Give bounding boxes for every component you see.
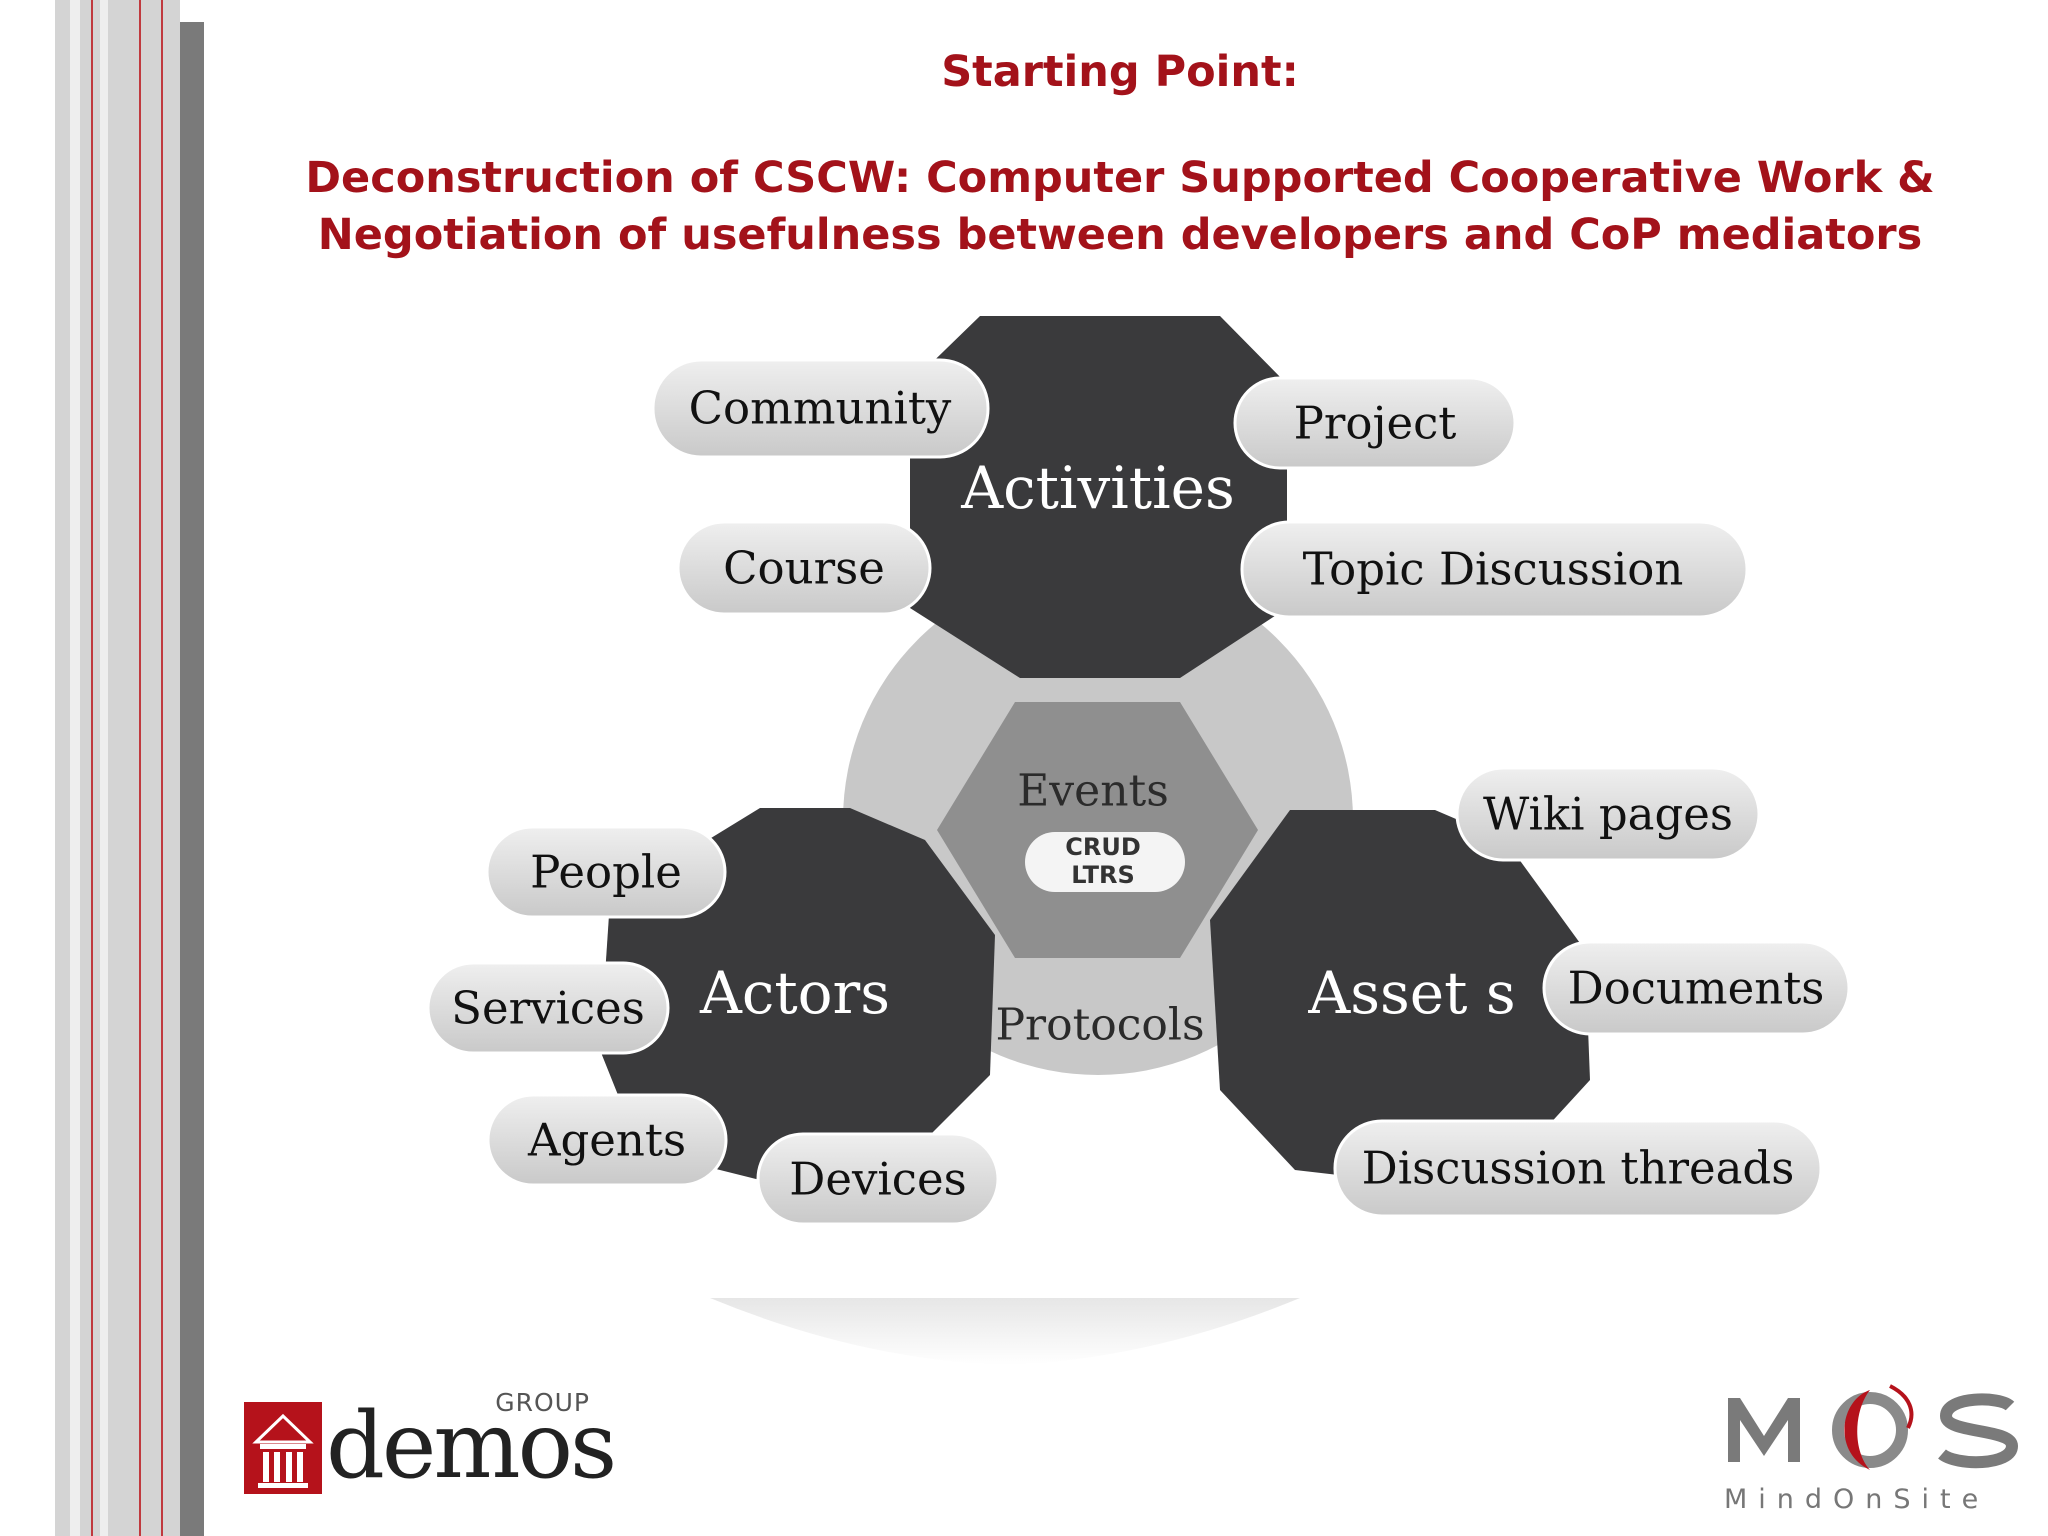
assets-label: Asset s	[1307, 959, 1515, 1027]
pill-documents	[1542, 940, 1851, 1036]
protocols-label: Protocols	[995, 1000, 1204, 1051]
item-community: Community	[689, 382, 952, 435]
pill-project	[1233, 376, 1517, 470]
subtitle-line-2: Negotiation of usefulness between develo…	[317, 210, 1923, 260]
pill-agents	[486, 1093, 728, 1187]
events-hexagon	[937, 702, 1258, 958]
item-wiki-pages: Wiki pages	[1483, 788, 1733, 841]
slide-title: Starting Point:	[941, 47, 1299, 97]
item-discussion-threads: Discussion threads	[1362, 1142, 1795, 1195]
item-people: People	[530, 846, 682, 899]
activities-label: Activities	[960, 454, 1235, 522]
pill-community	[651, 358, 990, 459]
item-services: Services	[451, 982, 645, 1035]
title-block: Starting Point: Deconstruction of CSCW: …	[220, 42, 2020, 264]
item-topic-discussion: Topic Discussion	[1303, 543, 1684, 596]
mindonsite-logo: MindOnSite	[1720, 1372, 2040, 1528]
floor-reflection	[710, 1298, 1300, 1365]
mos-wordmark	[1728, 1384, 2019, 1470]
pill-topic-discussion	[1240, 520, 1749, 619]
actors-label: Actors	[699, 959, 890, 1027]
assets-octagon	[1210, 810, 1590, 1185]
events-label: Events	[1017, 766, 1169, 817]
pill-wiki-pages	[1455, 766, 1761, 862]
demos-building-icon	[244, 1402, 322, 1494]
pill-discussion-threads	[1333, 1119, 1823, 1218]
item-course: Course	[723, 542, 885, 595]
demos-group-logo: demos GROUP	[244, 1388, 617, 1512]
item-agents: Agents	[527, 1114, 686, 1167]
demos-wordmark: demos	[326, 1392, 617, 1499]
crud-label: CRUD	[1065, 833, 1141, 861]
item-devices: Devices	[789, 1153, 966, 1206]
pill-services	[426, 961, 670, 1055]
item-project: Project	[1294, 397, 1457, 450]
left-decorative-stripes	[55, 0, 204, 1536]
mindonsite-text: MindOnSite	[1724, 1484, 1990, 1515]
ltrs-label: LTRS	[1071, 861, 1134, 889]
pill-devices	[756, 1132, 1000, 1226]
slide-subtitle: Deconstruction of CSCW: Computer Support…	[220, 150, 2020, 264]
crud-ltrs-pill	[1025, 832, 1185, 892]
subtitle-line-1: Deconstruction of CSCW: Computer Support…	[305, 153, 1935, 203]
activities-octagon	[910, 316, 1287, 678]
pill-course	[676, 520, 932, 616]
item-documents: Documents	[1568, 962, 1825, 1015]
demos-group-text: GROUP	[495, 1388, 590, 1417]
pill-people	[485, 825, 727, 919]
